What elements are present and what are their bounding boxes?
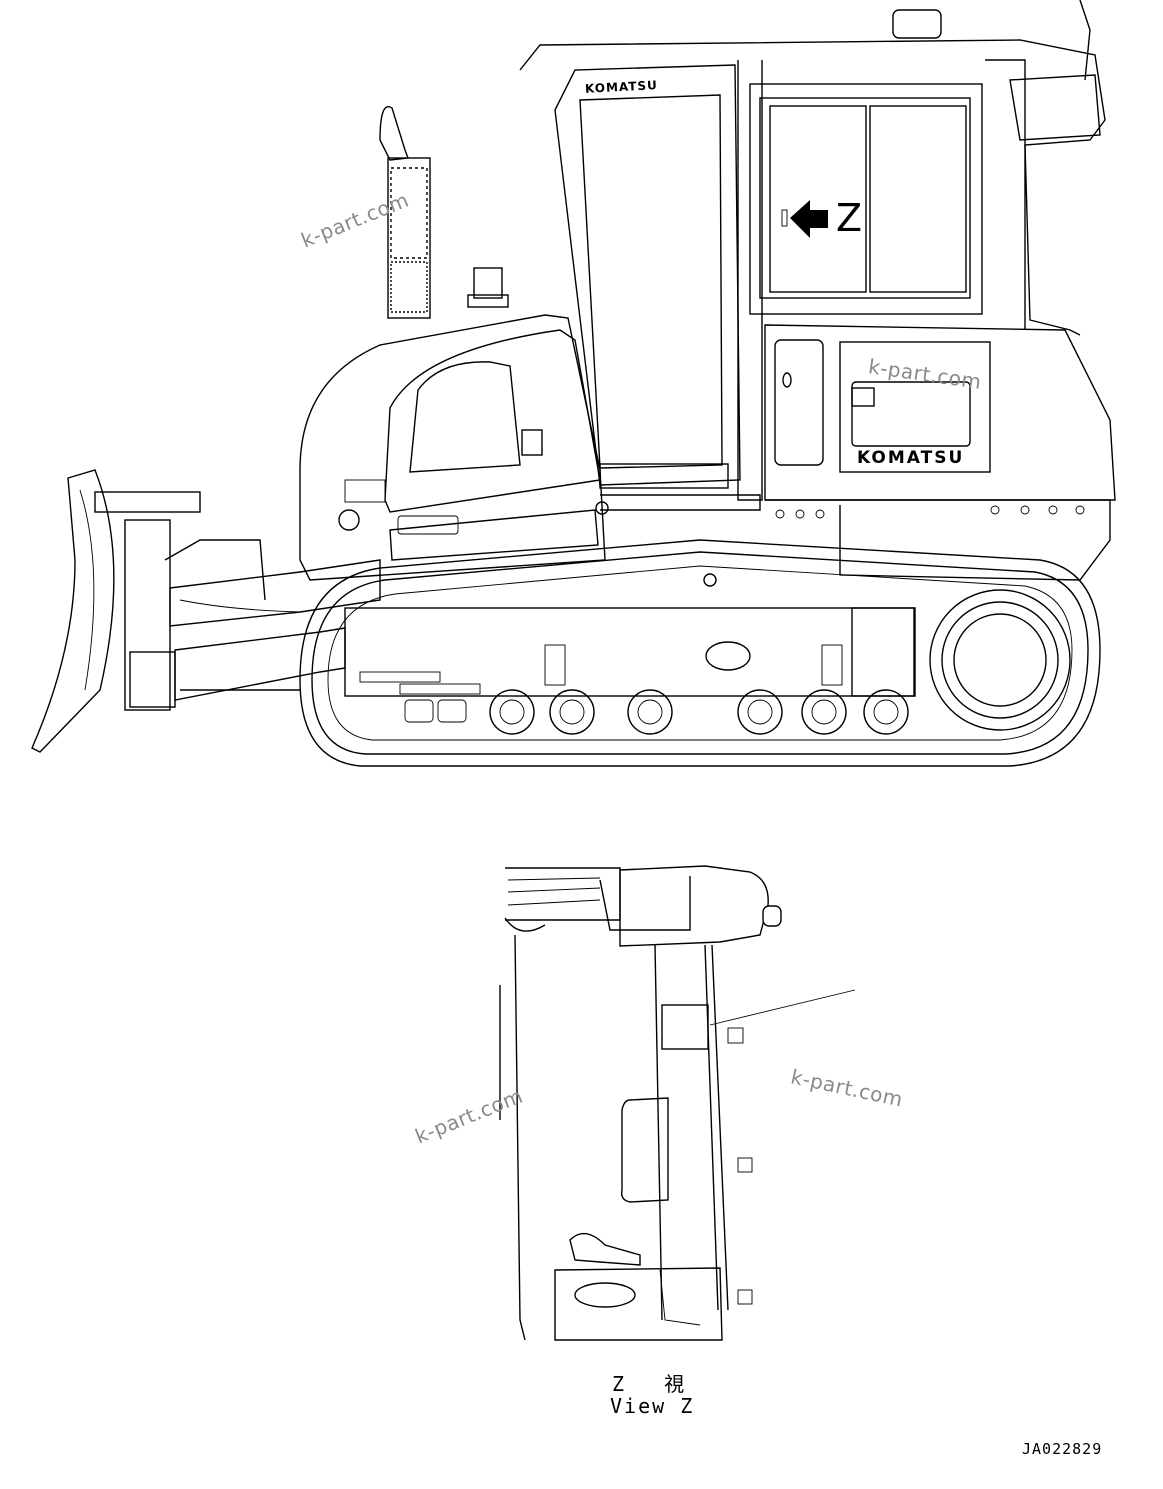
air-precleaner <box>467 267 509 308</box>
exhaust-muffler <box>379 106 431 319</box>
track-frame <box>344 607 916 697</box>
crawler-track <box>299 539 1101 767</box>
track-rollers <box>404 689 909 735</box>
drawing-number: JA022829 <box>1022 1440 1103 1458</box>
hood-brand-logo: KOMATSU <box>857 448 965 468</box>
blade-lift-frame <box>164 539 381 701</box>
view-z-detail-drawing <box>499 865 856 1341</box>
view-z-title-japanese: Z 視 <box>612 1372 699 1396</box>
dozer-blade <box>31 469 201 753</box>
fender-step <box>595 463 761 587</box>
rear-body-panel <box>764 324 1116 581</box>
engine-hood <box>299 314 606 581</box>
view-z-marker: Z <box>836 196 863 240</box>
view-z-title-english: View Z <box>610 1394 695 1418</box>
operator-cab <box>519 0 1106 501</box>
drive-sprocket <box>929 589 1071 731</box>
